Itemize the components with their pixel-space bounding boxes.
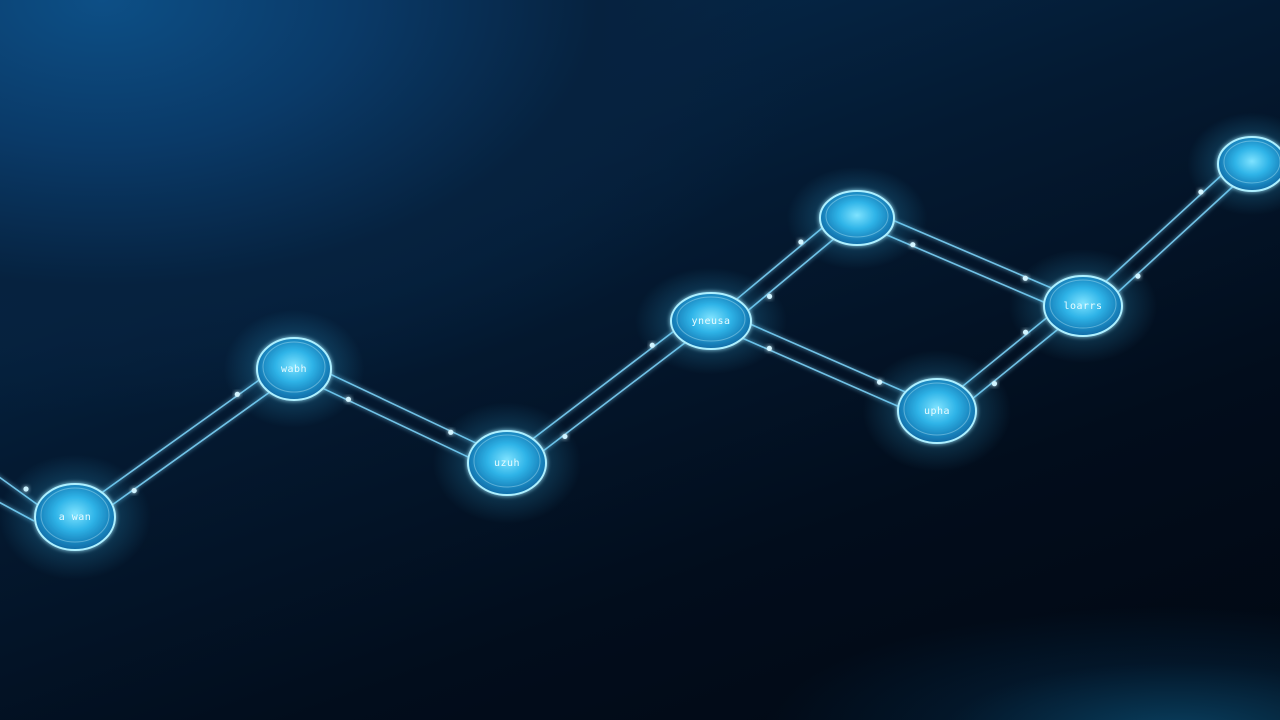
node-label: uzuh <box>494 458 520 469</box>
nodes: a wan wabh uzuh yneusa upha loarrs <box>0 112 1280 580</box>
node-n1: a wan <box>0 454 151 580</box>
node-label: a wan <box>59 512 92 523</box>
node-label: upha <box>924 406 950 417</box>
node-label: yneusa <box>691 316 730 327</box>
node-n4: yneusa <box>635 267 787 375</box>
node-label: wabh <box>281 364 307 375</box>
node-n2: wabh <box>223 310 365 428</box>
node-n8 <box>1187 112 1280 216</box>
node-label: loarrs <box>1063 301 1102 312</box>
node-n7: loarrs <box>1008 249 1158 363</box>
node-n5 <box>786 166 928 270</box>
node-n3: uzuh <box>432 402 582 524</box>
node-n6: upha <box>862 350 1012 472</box>
